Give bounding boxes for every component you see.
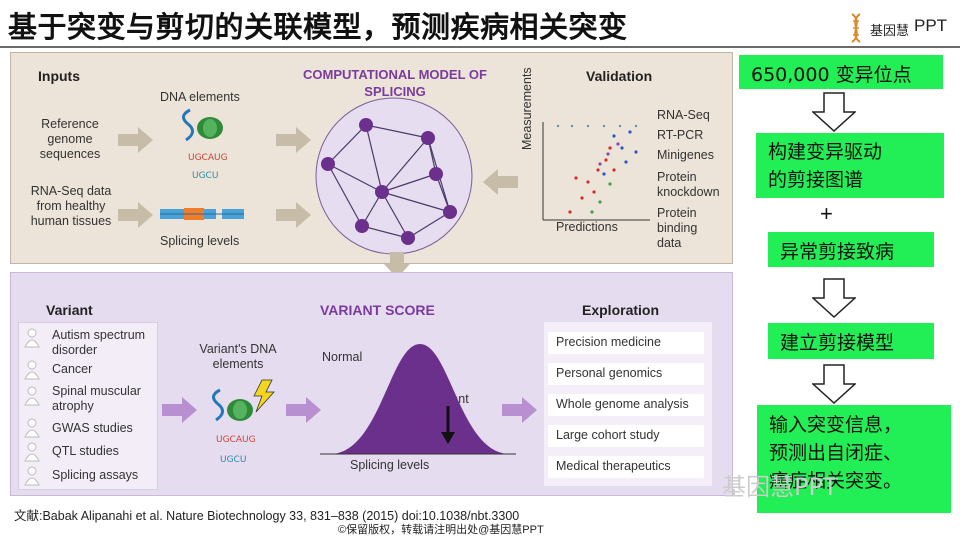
variant-dna-element-icon: UGCAUG UGCU <box>212 379 275 465</box>
variant-item-qtl: QTL studies <box>52 444 119 458</box>
splicing-map-line1: 构建变异驱动 <box>768 141 883 163</box>
person-icon <box>24 418 40 438</box>
reference-citation: 文献:Babak Alipanahi et al. Nature Biotech… <box>14 509 520 523</box>
splicing-map-box: 构建变异驱动 的剪接图谱 <box>756 133 944 198</box>
bottom-panel-graphics: UGCAUG UGCU <box>162 344 537 465</box>
variant-item-gwas: GWAS studies <box>52 421 133 435</box>
flow-down-arrow-icon <box>812 92 856 132</box>
prediction-line1: 输入突变信息， <box>769 414 903 436</box>
validation-heading: Validation <box>586 68 653 84</box>
down-arrow-icon <box>384 252 410 278</box>
validation-item-rtpcr: RT-PCR <box>657 128 704 142</box>
flow-down-arrow-icon <box>812 278 856 318</box>
person-icon <box>24 442 40 462</box>
exploration-item-therapeutics: Medical therapeutics <box>548 456 704 478</box>
variant-item-cancer: Cancer <box>52 362 93 376</box>
computational-model-title: COMPUTATIONAL MODEL OF SPLICING <box>303 67 487 99</box>
exploration-item-precision: Precision medicine <box>548 332 704 354</box>
dna-element-icon: UGCAUG UGCU <box>182 108 228 181</box>
variant-list <box>18 322 158 490</box>
title-divider <box>0 46 960 48</box>
plus-sign: + <box>820 201 833 226</box>
variant-score-curve <box>320 344 516 455</box>
variant-sites-box: 650,000 变异位点 <box>739 55 943 89</box>
splicing-model-box: 建立剪接模型 <box>768 323 934 359</box>
logo-text: 基因慧 <box>870 23 910 38</box>
splicing-model-network <box>315 97 473 255</box>
validation-item-rnaseq: RNA-Seq <box>657 108 710 122</box>
validation-y-axis-label: Measurements <box>520 67 534 150</box>
validation-item-knockdown: Protein knockdown <box>657 170 720 199</box>
normal-label: Normal <box>322 350 363 364</box>
prediction-line3: 癌症相关突变。 <box>769 470 903 492</box>
dna-elements-label: DNA elements <box>160 90 240 104</box>
validation-x-axis-label: Predictions <box>556 220 618 234</box>
copyright-notice: ©保留版权，转载请注明出处@基因慧PPT <box>338 524 544 536</box>
top-panel-graphics: UGCAUG UGCU <box>118 97 650 255</box>
flow-down-arrow-icon <box>812 364 856 404</box>
splicing-levels-label: Splicing levels <box>160 234 240 248</box>
reference-genome-label: Reference genome sequences <box>39 117 101 161</box>
person-icon <box>24 328 40 348</box>
arrow-icon <box>483 169 518 195</box>
variant-item-sma: Spinal muscular atrophy <box>52 384 141 413</box>
splicing-map-line2: 的剪接图谱 <box>768 169 864 191</box>
logo <box>851 13 861 43</box>
svg-text:UGCAUG: UGCAUG <box>188 153 228 163</box>
arrow-icon <box>286 397 321 423</box>
page-title: 基于突变与剪切的关联模型，预测疾病相关突变 <box>8 10 628 44</box>
splicing-exons-icon <box>160 208 244 220</box>
arrow-icon <box>502 397 537 423</box>
validation-item-binding: Protein binding data <box>657 206 698 250</box>
validation-item-minigenes: Minigenes <box>657 148 714 162</box>
watermark: 基因慧PPT <box>722 473 838 501</box>
arrow-icon <box>276 127 311 153</box>
variant-down-arrow-icon <box>441 406 455 444</box>
rnaseq-label: RNA-Seq data from healthy human tissues <box>30 184 112 228</box>
variant-heading: Variant <box>46 302 93 318</box>
exploration-item-whole-genome: Whole genome analysis <box>548 394 704 416</box>
arrow-icon <box>118 202 153 228</box>
variant-score-title: VARIANT SCORE <box>320 302 435 318</box>
svg-text:UGCAUG: UGCAUG <box>216 435 256 445</box>
person-icon <box>24 360 40 380</box>
person-icon <box>24 466 40 486</box>
svg-text:UGCU: UGCU <box>220 455 246 465</box>
prediction-line2: 预测出自闭症、 <box>769 442 903 464</box>
svg-text:UGCU: UGCU <box>192 171 218 181</box>
exploration-heading: Exploration <box>582 302 660 318</box>
arrow-icon <box>162 397 197 423</box>
arrow-icon <box>276 202 311 228</box>
abnormal-splicing-box: 异常剪接致病 <box>768 232 934 267</box>
exploration-item-cohort: Large cohort study <box>548 425 704 447</box>
logo-ppt: PPT <box>914 16 948 35</box>
dna-helix-icon <box>851 13 861 43</box>
variant-item-autism: Autism spectrum disorder <box>52 328 146 357</box>
variant-dna-elements-label: Variant's DNA elements <box>199 342 277 371</box>
lightning-icon <box>253 379 275 413</box>
variant-item-splicing-assays: Splicing assays <box>52 468 139 482</box>
splicing-levels-axis-label: Splicing levels <box>350 458 430 472</box>
prediction-box: 输入突变信息， 预测出自闭症、 癌症相关突变。 <box>757 405 951 513</box>
arrow-icon <box>118 127 153 153</box>
validation-scatter <box>542 122 650 221</box>
inputs-heading: Inputs <box>38 68 80 84</box>
exploration-item-personal: Personal genomics <box>548 363 704 385</box>
person-icon <box>24 386 40 406</box>
